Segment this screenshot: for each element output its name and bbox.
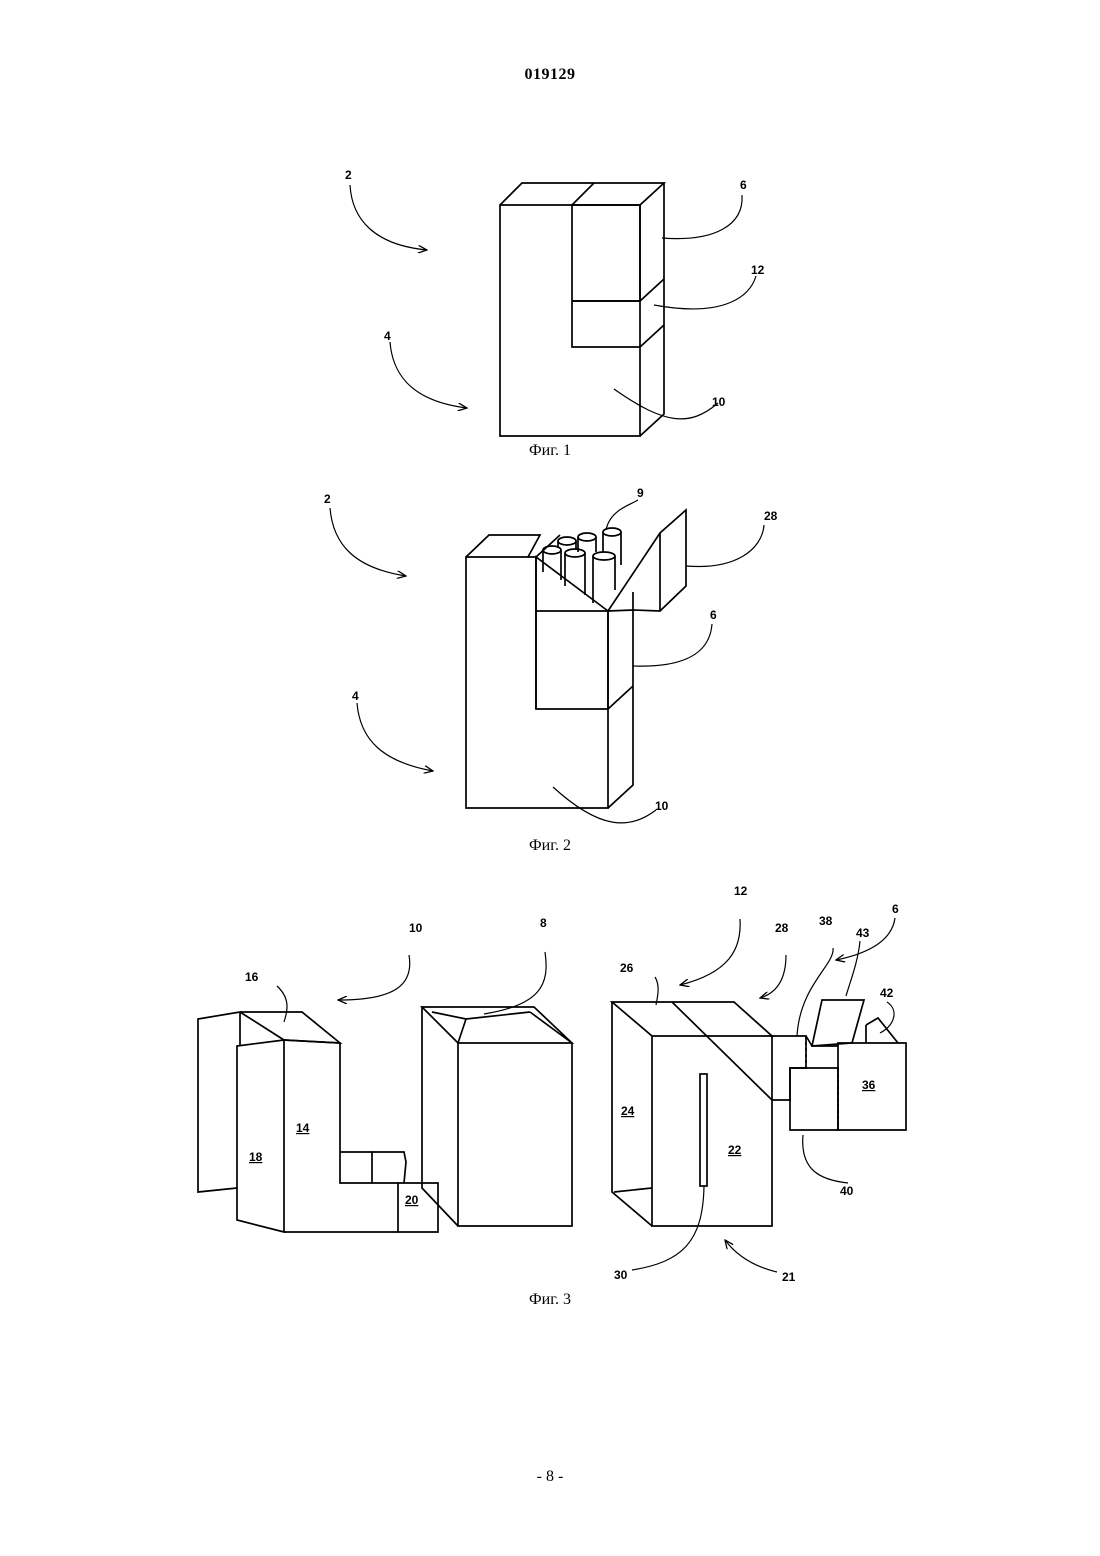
fig3-label-40: 40 xyxy=(840,1184,854,1198)
fig3-label-42: 42 xyxy=(880,986,894,1000)
blank-outer-sleeve xyxy=(198,1012,438,1232)
fig3-label-30: 30 xyxy=(614,1268,628,1282)
fig3-label-10: 10 xyxy=(409,921,423,935)
fig1-label-4: 4 xyxy=(384,329,391,343)
fig3-label-6: 6 xyxy=(892,902,899,916)
figure-1: 2 4 6 12 10 xyxy=(345,168,765,436)
fig3-label-36: 36 xyxy=(862,1078,876,1092)
figure-3: 10 16 8 14 18 20 12 26 28 38 43 6 42 24 … xyxy=(198,884,906,1284)
blank-inner-frame-12 xyxy=(612,1002,806,1226)
fig3-label-16: 16 xyxy=(245,970,259,984)
fig3-label-28: 28 xyxy=(775,921,789,935)
fig2-label-6: 6 xyxy=(710,608,717,622)
fig1-label-12: 12 xyxy=(751,263,765,277)
figure-2: 2 4 9 28 6 10 xyxy=(324,486,778,823)
fig3-label-21: 21 xyxy=(782,1270,796,1284)
fig3-label-20: 20 xyxy=(405,1193,419,1207)
pack-open xyxy=(466,510,686,808)
fig1-leaders xyxy=(350,185,756,419)
page-number: - 8 - xyxy=(0,1468,1100,1486)
fig3-label-26: 26 xyxy=(620,961,634,975)
fig2-label-4: 4 xyxy=(352,689,359,703)
fig3-label-14: 14 xyxy=(296,1121,310,1135)
fig3-label-22: 22 xyxy=(728,1143,742,1157)
fig2-label-2: 2 xyxy=(324,492,331,506)
fig3-label-18: 18 xyxy=(249,1150,263,1164)
fig1-label-6: 6 xyxy=(740,178,747,192)
figure-2-caption: Фиг. 2 xyxy=(450,837,650,855)
pack-closed xyxy=(500,183,664,436)
fig3-label-24: 24 xyxy=(621,1104,635,1118)
fig3-label-12: 12 xyxy=(734,884,748,898)
fig2-label-9: 9 xyxy=(637,486,644,500)
fig3-label-43: 43 xyxy=(856,926,870,940)
fig1-label-2: 2 xyxy=(345,168,352,182)
blank-inner-box-8 xyxy=(422,1007,572,1226)
fig1-label-10: 10 xyxy=(712,395,726,409)
fig3-label-38: 38 xyxy=(819,914,833,928)
fig3-leaders xyxy=(277,918,895,1272)
fig2-label-28: 28 xyxy=(764,509,778,523)
fig3-label-8: 8 xyxy=(540,916,547,930)
figure-1-caption: Фиг. 1 xyxy=(450,442,650,460)
figure-3-caption: Фиг. 3 xyxy=(450,1291,650,1309)
fig2-label-10: 10 xyxy=(655,799,669,813)
fig2-leaders xyxy=(330,500,764,823)
blank-lid-6 xyxy=(790,1000,906,1130)
